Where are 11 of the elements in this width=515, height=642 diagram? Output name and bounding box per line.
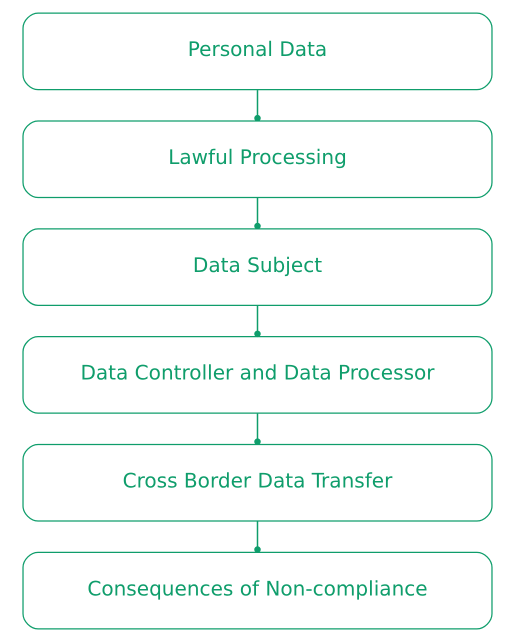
connector — [254, 306, 261, 338]
connector — [254, 414, 261, 445]
connector — [254, 198, 261, 230]
connector — [254, 90, 261, 122]
node-box: Lawful Processing — [22, 120, 493, 198]
node-box: Data Subject — [22, 228, 493, 306]
node-box: Cross Border Data Transfer — [22, 444, 493, 522]
connector — [254, 521, 261, 553]
node-box: Consequences of Non-compliance — [22, 552, 493, 630]
node-box: Personal Data — [22, 12, 493, 90]
node-box: Data Controller and Data Processor — [22, 336, 493, 414]
